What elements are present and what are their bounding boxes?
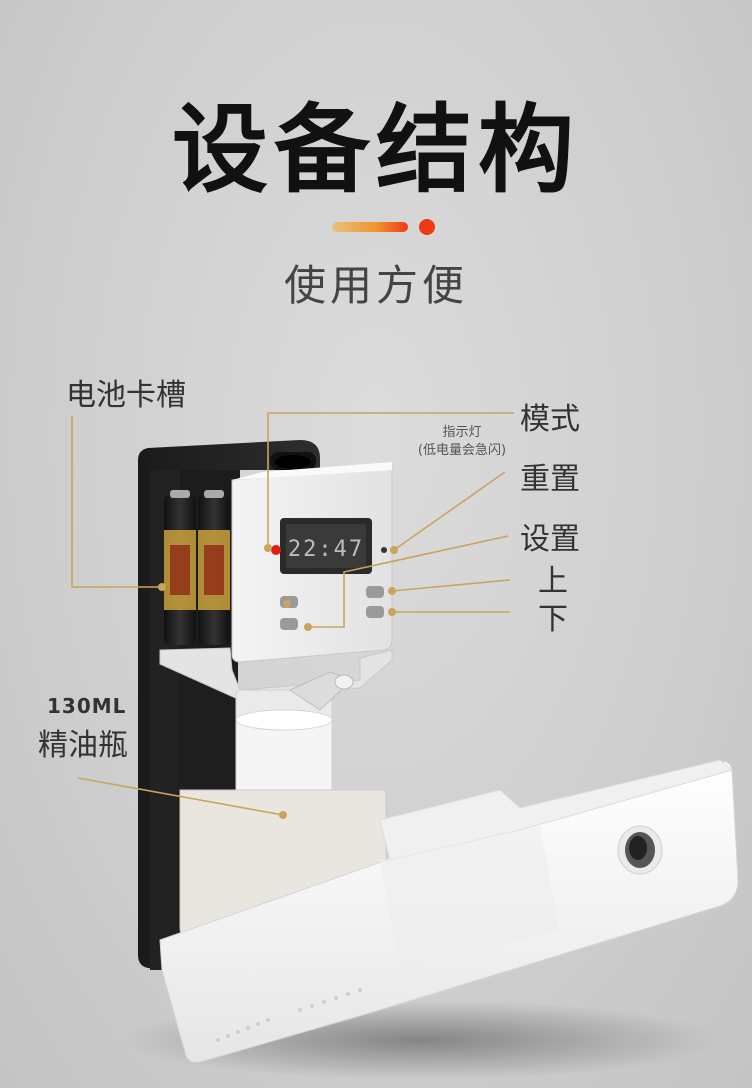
label-bottle-name: 精油瓶 [38,728,128,763]
leader-bottle [77,777,284,816]
down-button [366,606,384,618]
lcd-time: 22:47 [288,537,364,562]
control-module [159,462,393,701]
leader-settings [308,535,509,628]
page-title: 设备结构 [172,94,580,206]
label-indicator-title: 指示灯 [442,425,482,440]
decorative-red-dot [419,219,435,235]
battery-left [164,490,196,645]
reset-hole [381,547,387,553]
label-reset: 重置 [520,462,580,497]
page-subtitle: 使用方便 [283,261,468,310]
label-battery-slot: 电池卡槽 [66,378,186,413]
label-down: 下 [538,602,568,637]
vent-holes [216,988,362,1042]
settings-button [280,618,298,630]
front-cover [159,759,739,1063]
label-indicator-note: (低电量会急闪) [417,443,507,458]
decorative-gradient-bar [332,222,408,232]
leader-mode [267,412,514,548]
indicator-led [271,545,281,555]
label-indicator: 指示灯 (低电量会急闪) [408,424,516,460]
leader-battery [71,416,162,588]
battery-right [198,490,230,645]
leader-up [391,579,511,592]
label-bottle-volume: 130ML [47,694,127,718]
leader-reset [393,471,506,551]
label-mode: 模式 [520,402,580,437]
leader-lines [71,412,514,816]
label-up: 上 [538,564,568,599]
up-button [366,586,384,598]
label-settings: 设置 [520,522,580,557]
leader-dots [158,544,398,819]
